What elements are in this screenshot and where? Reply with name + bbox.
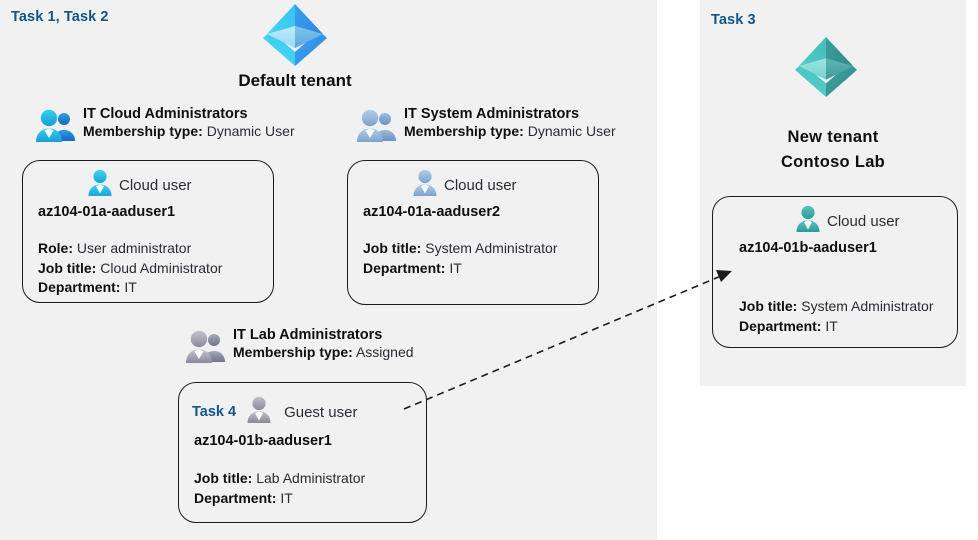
- membership-label: Membership type:: [83, 123, 203, 139]
- user-principal-name: az104-01a-aaduser2: [363, 204, 501, 220]
- cloud-user-icon: [795, 205, 821, 237]
- attr-value: IT: [825, 317, 838, 334]
- user-attributes: Job title: System Administrator Departme…: [739, 297, 934, 336]
- group-users-icon-cloud-admins: [36, 109, 76, 148]
- user-principal-name: az104-01a-aaduser1: [38, 204, 176, 220]
- attr-role: Role: User administrator: [38, 239, 222, 259]
- attr-job-title: Job title: Cloud Administrator: [38, 259, 222, 279]
- membership-value: Assigned: [355, 344, 414, 360]
- attr-label: Job title:: [739, 298, 798, 314]
- user-card-az104-01b-aaduser1-guest[interactable]: Task 4 Guest user az104-01b-aaduser1 Job…: [178, 382, 427, 523]
- attr-value: User administrator: [76, 240, 192, 256]
- attr-department: Department: IT: [194, 489, 365, 509]
- user-card-az104-01a-aaduser2[interactable]: Cloud user az104-01a-aaduser2 Job title:…: [347, 160, 599, 305]
- attr-label: Job title:: [363, 240, 422, 256]
- user-attributes: Job title: Lab Administrator Department:…: [194, 469, 365, 508]
- attr-label: Department:: [739, 317, 822, 334]
- attr-value: Cloud Administrator: [100, 259, 223, 276]
- attr-job-title: Job title: System Administrator: [739, 297, 934, 317]
- group-name-lab-admins: IT Lab Administrators: [233, 327, 383, 343]
- group-it-lab-administrators: IT Lab Administrators Membership type: A…: [186, 327, 414, 369]
- attr-value: IT: [124, 279, 137, 295]
- membership-label: Membership type:: [404, 123, 524, 139]
- attr-value: Lab Administrator: [256, 470, 366, 486]
- group-membership-cloud-admins: Membership type: Dynamic User: [83, 123, 295, 139]
- attr-job-title: Job title: Lab Administrator: [194, 469, 365, 489]
- guest-user-icon: [246, 396, 272, 428]
- group-users-icon-system-admins: [357, 109, 397, 148]
- user-card-az104-01a-aaduser1[interactable]: Cloud user az104-01a-aaduser1 Role: User…: [22, 160, 274, 303]
- user-type-label: Cloud user: [119, 176, 192, 194]
- new-tenant-title-line1: New tenant: [787, 128, 879, 146]
- default-tenant-title: Default tenant: [238, 71, 352, 90]
- attr-job-title: Job title: System Administrator: [363, 239, 558, 259]
- attr-label: Role:: [38, 240, 73, 256]
- task-tag-guest-user: Task 4: [192, 404, 237, 420]
- new-tenant-title-line2: Contoso Lab: [780, 153, 886, 171]
- user-type-label: Cloud user: [444, 176, 517, 194]
- attr-value: IT: [280, 489, 293, 506]
- cloud-user-icon: [412, 169, 438, 201]
- attr-department: Department: IT: [363, 259, 558, 279]
- user-principal-name: az104-01b-aaduser1: [194, 433, 332, 449]
- attr-department: Department: IT: [739, 317, 934, 337]
- membership-value: Dynamic User: [527, 123, 616, 139]
- attr-label: Department:: [194, 489, 277, 506]
- user-type-label: Guest user: [284, 403, 358, 421]
- card-head: Cloud user: [412, 169, 517, 201]
- card-head: Cloud user: [87, 169, 192, 201]
- user-principal-name: az104-01b-aaduser1: [739, 240, 877, 256]
- default-tenant-panel: [0, 0, 657, 540]
- task-tag-left-panel: Task 1, Task 2: [11, 9, 109, 25]
- attr-department: Department: IT: [38, 278, 222, 298]
- user-type-label: Cloud user: [827, 212, 900, 230]
- group-name-cloud-admins: IT Cloud Administrators: [83, 106, 248, 122]
- group-membership-system-admins: Membership type: Dynamic User: [404, 123, 616, 139]
- attr-value: System Administrator: [801, 298, 934, 314]
- attr-label: Job title:: [194, 470, 253, 486]
- group-it-cloud-administrators: IT Cloud Administrators Membership type:…: [36, 106, 295, 148]
- attr-label: Job title:: [38, 259, 97, 276]
- attr-label: Department:: [38, 279, 121, 295]
- card-head: Cloud user: [795, 205, 900, 237]
- azure-ad-tenant-icon-new: [791, 35, 861, 99]
- group-users-icon-lab-admins: [186, 330, 226, 369]
- membership-label: Membership type:: [233, 344, 353, 360]
- attr-value: IT: [449, 259, 462, 276]
- membership-value: Dynamic User: [206, 123, 295, 139]
- cloud-user-icon: [87, 169, 113, 201]
- task-tag-right-panel: Task 3: [711, 12, 756, 28]
- user-attributes: Role: User administrator Job title: Clou…: [38, 239, 222, 298]
- group-membership-lab-admins: Membership type: Assigned: [233, 344, 414, 360]
- azure-ad-tenant-icon-default: [259, 2, 331, 68]
- user-card-az104-01b-aaduser1-cloud[interactable]: Cloud user az104-01b-aaduser1 Job title:…: [712, 196, 958, 348]
- group-it-system-administrators: IT System Administrators Membership type…: [357, 106, 616, 148]
- attr-value: System Administrator: [425, 240, 558, 256]
- group-name-system-admins: IT System Administrators: [404, 106, 580, 122]
- card-head: Task 4 Guest user: [192, 396, 357, 428]
- attr-label: Department:: [363, 259, 446, 276]
- user-attributes: Job title: System Administrator Departme…: [363, 239, 558, 278]
